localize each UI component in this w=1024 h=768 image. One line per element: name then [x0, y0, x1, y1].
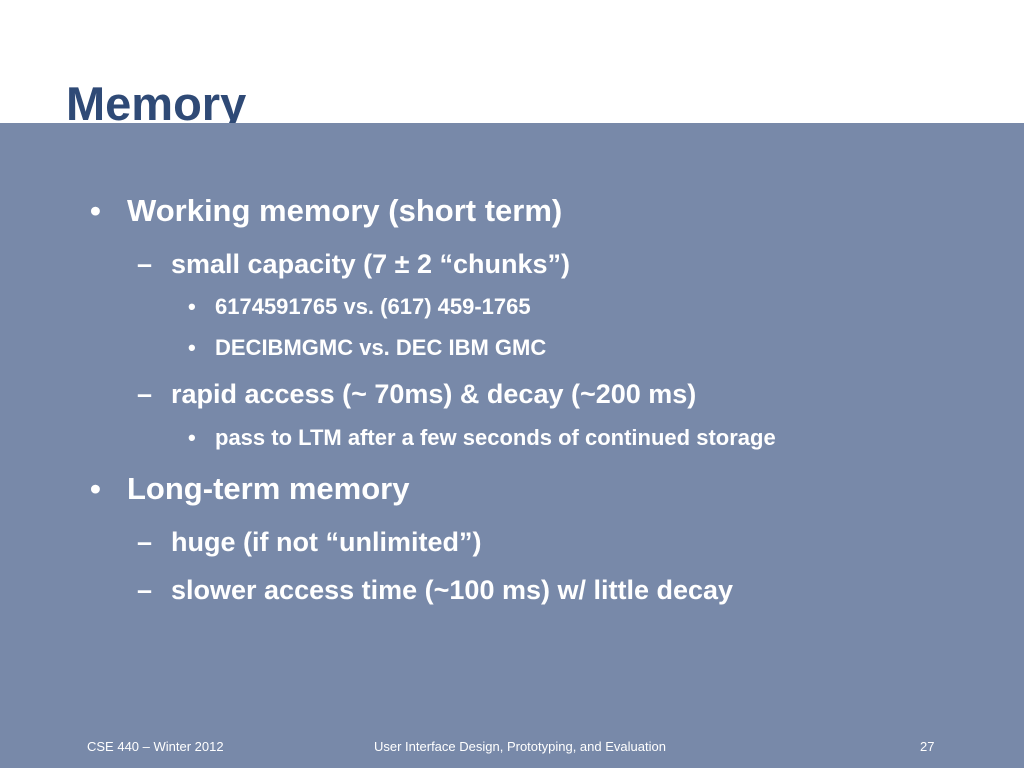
footer-course: CSE 440 – Winter 2012	[87, 739, 224, 754]
sub-bullet-text: rapid access (~ 70ms) & decay (~200 ms)	[171, 379, 697, 409]
bullet-marker: •	[188, 294, 196, 319]
dash-marker: –	[137, 527, 153, 557]
bullet-marker: •	[90, 193, 101, 228]
footer-subtitle: User Interface Design, Prototyping, and …	[374, 739, 666, 754]
bullet-marker: •	[188, 425, 196, 450]
sub-bullet-text: small capacity (7 ± 2 “chunks”)	[171, 249, 570, 279]
dash-marker: –	[137, 379, 153, 409]
dash-marker: –	[137, 575, 153, 605]
footer-page-number: 27	[920, 739, 935, 754]
title-area: Memory	[0, 0, 1024, 130]
sub-bullet-text: huge (if not “unlimited”)	[171, 527, 482, 557]
body-area	[0, 123, 1024, 768]
sub-sub-bullet-text: 6174591765 vs. (617) 459-1765	[215, 294, 531, 319]
sub-sub-bullet-text: pass to LTM after a few seconds of conti…	[215, 425, 776, 450]
bullet-text: Long-term memory	[127, 471, 410, 506]
bullet-marker: •	[90, 471, 101, 506]
dash-marker: –	[137, 249, 153, 279]
bullet-marker: •	[188, 335, 196, 360]
sub-sub-bullet-text: DECIBMGMC vs. DEC IBM GMC	[215, 335, 547, 360]
sub-bullet-text: slower access time (~100 ms) w/ little d…	[171, 575, 734, 605]
slide-title: Memory	[66, 77, 247, 130]
bullet-text: Working memory (short term)	[127, 193, 563, 228]
